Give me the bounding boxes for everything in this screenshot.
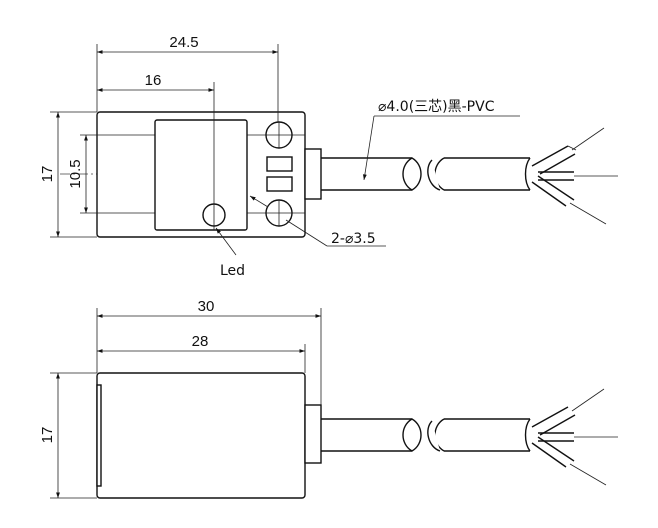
side-cable bbox=[321, 418, 531, 452]
side-face-plate bbox=[96, 384, 102, 487]
side-wire-leads bbox=[531, 388, 618, 486]
dim-top-overall-length: 24.5 bbox=[96, 34, 279, 122]
top-view: 24.5 16 17 10.5 ⌀4.0(三芯)黑-PVC bbox=[39, 34, 618, 279]
side-view: 30 28 17 bbox=[39, 298, 618, 499]
dim-side-height: 17 bbox=[39, 372, 97, 499]
holes-note: 2-⌀3.5 bbox=[249, 195, 386, 247]
dim-top-hole-spacing-label: 10.5 bbox=[67, 159, 84, 188]
dim-side-overall-length: 30 bbox=[96, 298, 322, 405]
dim-top-led-offset: 16 bbox=[97, 72, 214, 92]
dim-top-led-offset-label: 16 bbox=[145, 72, 162, 89]
sensing-window bbox=[154, 119, 248, 231]
dim-top-height: 17 bbox=[39, 111, 97, 238]
dim-side-height-label: 17 bbox=[39, 427, 56, 444]
dim-side-overall-length-label: 30 bbox=[198, 298, 215, 315]
mounting-hole-lower bbox=[265, 199, 293, 227]
mounting-hole-upper bbox=[265, 121, 293, 149]
dim-top-hole-spacing: 10.5 bbox=[67, 134, 97, 214]
led-note: Led bbox=[215, 227, 245, 279]
side-cable-gland bbox=[304, 404, 322, 464]
dim-top-height-label: 17 bbox=[39, 166, 56, 183]
terminal-slot-lower bbox=[266, 176, 293, 192]
dim-side-body-length: 28 bbox=[97, 333, 306, 373]
top-cable bbox=[321, 157, 531, 191]
side-sensor-body bbox=[96, 372, 306, 499]
terminal-slot-upper bbox=[266, 156, 293, 172]
dim-side-body-length-label: 28 bbox=[192, 333, 209, 350]
cable-note-label: ⌀4.0(三芯)黑-PVC bbox=[378, 99, 495, 115]
top-wire-leads bbox=[531, 127, 618, 225]
dim-top-overall-length-label: 24.5 bbox=[169, 34, 198, 51]
holes-note-label: 2-⌀3.5 bbox=[331, 231, 376, 247]
led-note-label: Led bbox=[220, 263, 245, 279]
cable-note: ⌀4.0(三芯)黑-PVC bbox=[362, 99, 520, 181]
top-cable-gland bbox=[304, 148, 322, 200]
